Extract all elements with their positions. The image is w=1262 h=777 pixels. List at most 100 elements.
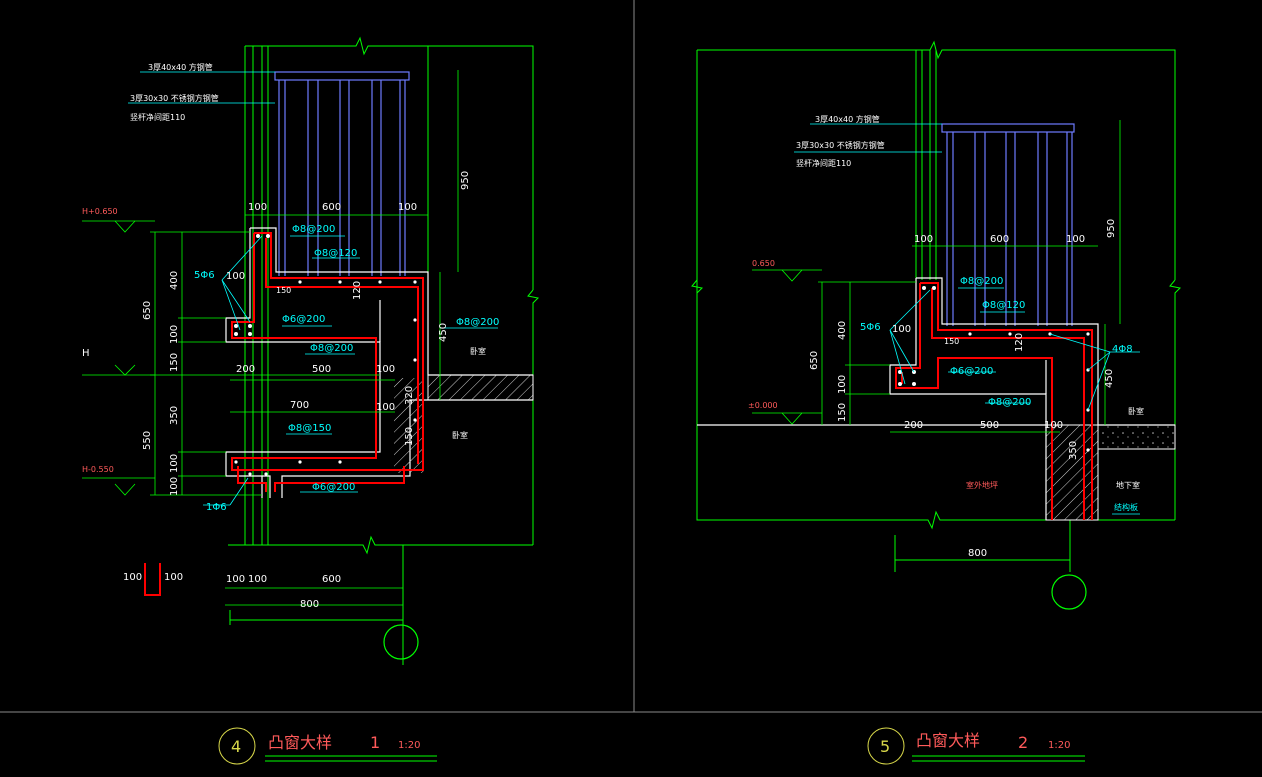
rebar-r4-right: Φ6@200 <box>950 366 993 377</box>
detail-name-5: 凸窗大样 <box>916 731 980 750</box>
dim-450: 450 <box>438 323 449 342</box>
dim-150b: 150 <box>404 427 415 446</box>
rebar-lines-right <box>895 282 1093 520</box>
rebar-r9: 1Φ6 <box>206 502 227 513</box>
dim-h100b-right: 100 <box>1066 234 1085 245</box>
detail-name: 凸窗大样 <box>268 733 332 752</box>
right-outline <box>691 40 1182 572</box>
note-stainless-tube-right: 3厚30x30 不锈钢方钢管 <box>796 140 885 150</box>
cut-dim-100b: 100 <box>164 572 183 583</box>
detail-number-5: 5 <box>880 737 890 756</box>
dim-950-right: 950 <box>1106 219 1117 238</box>
rebar-r5-right: Φ8@200 <box>988 397 1031 408</box>
detail-scale: 1:20 <box>398 740 420 751</box>
railing <box>274 71 410 276</box>
note-steel-tube-right: 3厚40x40 方钢管 <box>815 114 880 124</box>
dim-650: 650 <box>142 301 153 320</box>
rebar-r6: Φ8@200 <box>456 317 499 328</box>
level-bottom: H-0.550 <box>82 465 114 474</box>
note-stainless-tube: 3厚30x30 不锈钢方钢管 <box>130 93 219 103</box>
right-detail: 3厚40x40 方钢管 3厚30x30 不锈钢方钢管 竖杆净间距110 0.65… <box>691 40 1182 610</box>
detail-index-5: 2 <box>1018 733 1028 752</box>
dim-h700: 700 <box>290 400 309 411</box>
rebar-r6-right: 4Φ8 <box>1112 344 1133 355</box>
rebar-r7: Φ8@150 <box>288 423 331 434</box>
room-label: 卧室 <box>470 346 486 356</box>
note-steel-tube: 3厚40x40 方钢管 <box>148 62 213 72</box>
dim-320: 320 <box>404 386 415 405</box>
dimension-lines <box>82 70 459 606</box>
dim-h100e: 100 <box>376 402 395 413</box>
rebar-r2: Φ8@120 <box>314 248 357 259</box>
dim-h100a-right: 100 <box>914 234 933 245</box>
dim-h600: 600 <box>322 202 341 213</box>
dim-350-right: 350 <box>1068 441 1079 460</box>
left-texts: 3厚40x40 方钢管 3厚30x30 不锈钢方钢管 竖杆净间距110 H+0.… <box>82 62 499 610</box>
dim-h150: 150 <box>276 286 291 295</box>
structure-slab-label: 结构板 <box>1114 502 1138 512</box>
wall-hatch-right <box>1045 424 1099 521</box>
dim-h500-right: 500 <box>980 420 999 431</box>
dim-400: 400 <box>169 271 180 290</box>
right-texts: 3厚40x40 方钢管 3厚30x30 不锈钢方钢管 竖杆净间距110 0.65… <box>748 114 1144 559</box>
rebar-lines <box>144 232 424 596</box>
room-label-2: 卧室 <box>452 430 468 440</box>
dim-h200-right: 200 <box>904 420 923 431</box>
dimension-lines-right <box>752 120 1121 433</box>
axis-bubble-right <box>1051 574 1087 610</box>
left-detail: 3厚40x40 方钢管 3厚30x30 不锈钢方钢管 竖杆净间距110 H+0.… <box>82 36 540 665</box>
dim-b600: 600 <box>322 574 341 585</box>
rebar-r3-right: 5Φ6 <box>860 322 881 333</box>
rebar-r1-right: Φ8@200 <box>960 276 1003 287</box>
sheet-frame <box>0 0 1262 713</box>
leader-lines-right <box>794 123 1140 515</box>
dim-400-right: 400 <box>837 321 848 340</box>
concrete-section-right <box>697 277 1175 520</box>
note-bar-spacing-right: 竖杆净间距110 <box>796 158 851 168</box>
dim-450-right: 450 <box>1104 369 1115 388</box>
dim-100-right: 100 <box>837 375 848 394</box>
dim-h100c-right: 100 <box>892 324 911 335</box>
railing-right <box>941 123 1075 326</box>
dim-b800-right: 800 <box>968 548 987 559</box>
cut-dim-100a: 100 <box>123 572 142 583</box>
basement-label: 地下室 <box>1116 480 1140 490</box>
level-top: H+0.650 <box>82 207 118 216</box>
level-mid: H <box>82 348 90 359</box>
rebar-r8: Φ6@200 <box>312 482 355 493</box>
dim-h100a: 100 <box>248 202 267 213</box>
level-zero-right: ±0.000 <box>748 401 778 410</box>
title-block-4: 4 凸窗大样 1 1:20 <box>218 727 437 765</box>
rebar-r1: Φ8@200 <box>292 224 335 235</box>
dim-120: 120 <box>352 281 363 300</box>
dim-150-right: 150 <box>837 403 848 422</box>
dim-b100a: 100 <box>226 574 245 585</box>
rebar-r4: Φ6@200 <box>282 314 325 325</box>
detail-number: 4 <box>231 737 241 756</box>
dim-h150-right: 150 <box>944 337 959 346</box>
note-bar-spacing: 竖杆净间距110 <box>130 112 185 122</box>
dim-120-right: 120 <box>1014 333 1025 352</box>
title-block-5: 5 凸窗大样 2 1:20 <box>867 727 1085 765</box>
leader-lines <box>128 71 498 506</box>
rebar-r5: Φ8@200 <box>310 343 353 354</box>
left-outline <box>228 36 540 665</box>
dim-h500: 500 <box>312 364 331 375</box>
detail-number-circle <box>218 727 256 765</box>
rebar-r2-right: Φ8@120 <box>982 300 1025 311</box>
rebar-dots <box>234 234 417 476</box>
dim-h100c: 100 <box>226 271 245 282</box>
dim-h100d: 100 <box>376 364 395 375</box>
dim-100c: 100 <box>169 477 180 496</box>
dim-h100d-right: 100 <box>1044 420 1063 431</box>
dim-b100b: 100 <box>248 574 267 585</box>
dim-h200: 200 <box>236 364 255 375</box>
dim-350: 350 <box>169 406 180 425</box>
axis-bubble <box>383 624 419 660</box>
dim-100a: 100 <box>169 325 180 344</box>
detail-index: 1 <box>370 733 380 752</box>
dim-150: 150 <box>169 353 180 372</box>
floor-slab-right <box>1097 424 1176 450</box>
room-label-right: 卧室 <box>1128 406 1144 416</box>
